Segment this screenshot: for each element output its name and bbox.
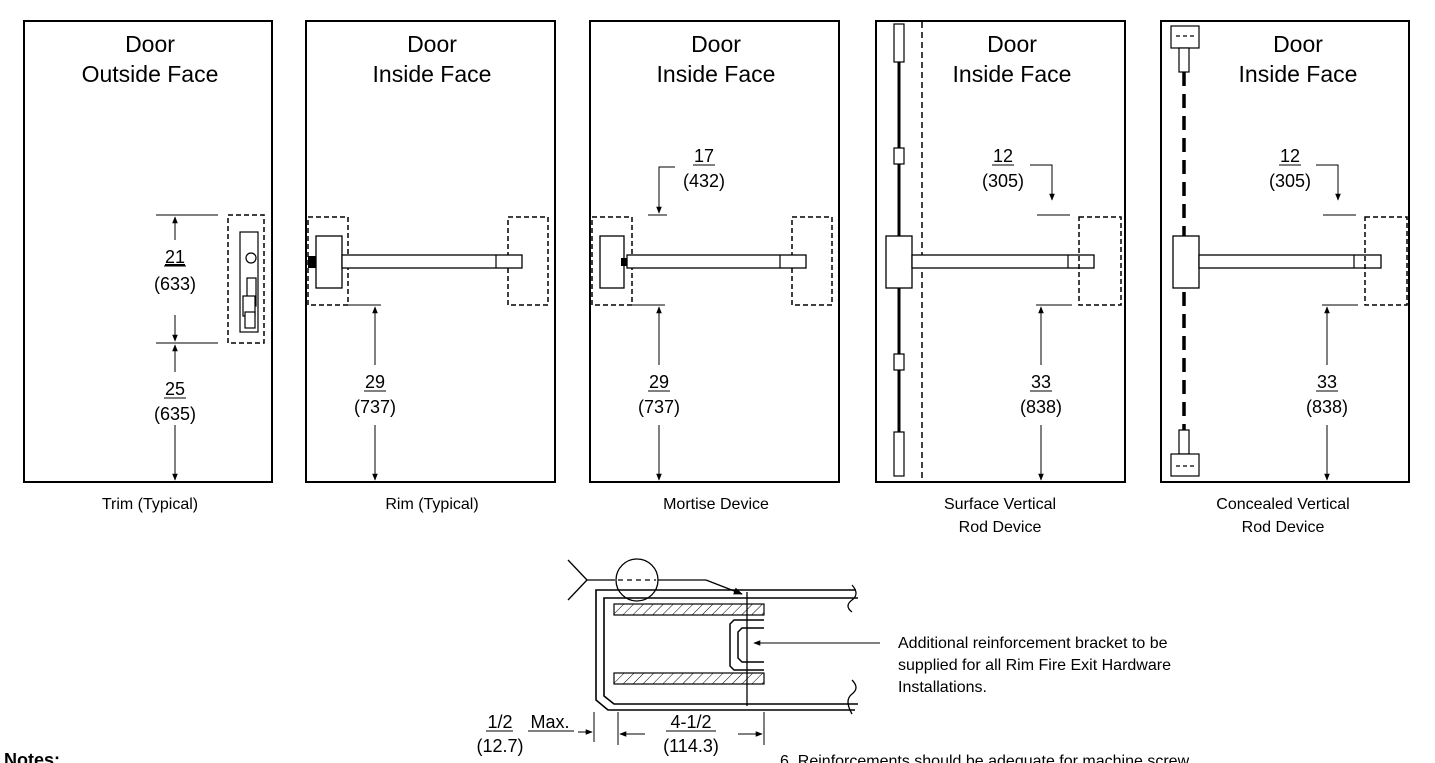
door-title-line1: Door <box>407 31 457 57</box>
dim-mm: (305) <box>1269 171 1311 191</box>
dim-leader <box>656 166 675 214</box>
dim-mm: (635) <box>154 404 196 424</box>
door-outline <box>305 20 556 483</box>
edge-dim-mm: (12.7) <box>476 736 523 756</box>
trim-zone-dashed <box>227 214 265 344</box>
dim-leader <box>1316 164 1341 201</box>
weld-symbol <box>567 558 743 602</box>
door-title-line2: Inside Face <box>1239 61 1358 87</box>
depth-dim-inches: 4-1/2 <box>670 712 711 732</box>
door-title-line1: Door <box>987 31 1037 57</box>
reinforcement-plate <box>613 603 765 616</box>
panel-surface-vertical-rod: Door Inside Face 12 (305) 33 (838) Surfa… <box>875 20 1126 536</box>
dim-inches: 29 <box>365 372 385 392</box>
callout-text: Installations. <box>898 679 987 696</box>
panel-caption-line2: Rod Device <box>959 519 1042 536</box>
edge-dim-inches: 1/2 <box>487 712 512 732</box>
rim-device <box>308 235 523 289</box>
panel-rim: Door Inside Face 29 (737) Rim (Typical) <box>305 20 556 513</box>
door-edge-inner <box>603 597 858 705</box>
panel-caption: Surface Vertical <box>944 496 1056 513</box>
concealed-vertical-rod <box>1170 25 1382 477</box>
door-title-line2: Inside Face <box>953 61 1072 87</box>
dim-inches: 33 <box>1317 372 1337 392</box>
door-title-line2: Outside Face <box>82 61 219 87</box>
edge-dim-max: Max. <box>530 712 569 732</box>
panel-concealed-vertical-rod: Door Inside Face 12 (305) 33 <box>1160 20 1410 536</box>
door-title-line1: Door <box>125 31 175 57</box>
dim-inches: 25 <box>165 379 185 399</box>
dim-inches: 12 <box>993 146 1013 166</box>
device-zone-dashed <box>1078 216 1122 306</box>
dim-mm: (432) <box>683 171 725 191</box>
trim-device <box>239 231 259 333</box>
door-title-line2: Inside Face <box>657 61 776 87</box>
panel-mortise: Door Inside Face 17 (432) 29 (737) Morti… <box>589 20 840 513</box>
dim-inches: 33 <box>1031 372 1051 392</box>
dim-inches: 17 <box>694 146 714 166</box>
dim-inches: 29 <box>649 372 669 392</box>
section-detail: Additional reinforcement bracket to be s… <box>476 558 1171 756</box>
dim-inches: 12 <box>1280 146 1300 166</box>
door-title-line1: Door <box>1273 31 1323 57</box>
dim-mm: (838) <box>1306 397 1348 417</box>
door-title-line2: Inside Face <box>373 61 492 87</box>
depth-dim-mm: (114.3) <box>663 736 719 756</box>
panel-trim: Door Outside Face 21 (633) 25 (635) Trim… <box>23 20 273 513</box>
dim-mm: (838) <box>1020 397 1062 417</box>
panel-caption-line2: Rod Device <box>1242 519 1325 536</box>
mortise-device <box>599 235 807 289</box>
door-edge-outer <box>595 589 856 711</box>
reinforcement-bracket <box>729 619 764 671</box>
door-outline <box>875 20 1126 483</box>
note-6: 6. Reinforcements should be adequate for… <box>780 753 1190 763</box>
callout-text: Additional reinforcement bracket to be <box>898 635 1168 652</box>
panel-caption: Mortise Device <box>663 496 769 513</box>
reinforcement-plate <box>613 672 765 685</box>
notes-heading: Notes: <box>4 750 60 763</box>
device-zone-dashed <box>1364 216 1408 306</box>
callout-text: supplied for all Rim Fire Exit Hardware <box>898 657 1171 674</box>
dim-mm: (305) <box>982 171 1024 191</box>
panel-caption: Trim (Typical) <box>102 496 198 513</box>
door-outline <box>589 20 840 483</box>
dim-leader <box>1030 164 1055 201</box>
door-outline <box>1160 20 1410 483</box>
dim-mm: (633) <box>154 274 196 294</box>
door-outline <box>23 20 273 483</box>
dim-mm: (737) <box>354 397 396 417</box>
dim-mm: (737) <box>638 397 680 417</box>
door-title-line1: Door <box>691 31 741 57</box>
dim-inches: 21 <box>165 247 185 267</box>
panel-caption: Concealed Vertical <box>1216 496 1349 513</box>
surface-vertical-rod <box>885 23 1095 477</box>
panel-caption: Rim (Typical) <box>385 496 478 513</box>
